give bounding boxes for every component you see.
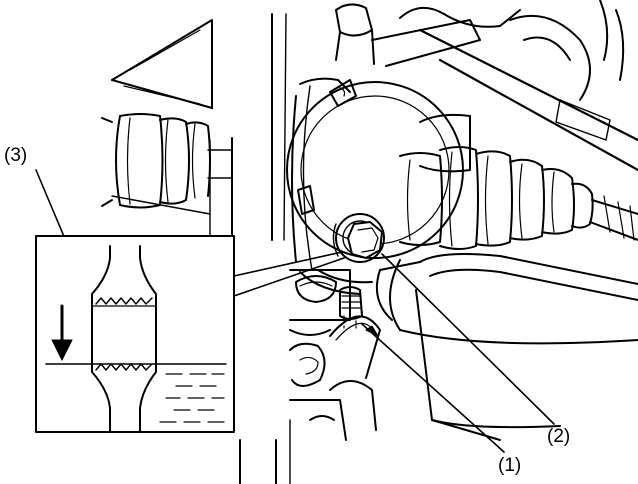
lower-casting [289,269,377,441]
differential-housing [286,77,464,295]
oil-pan [329,253,638,441]
right-boot [399,113,638,250]
callout-label-1: (1) [498,455,522,476]
frame-rails [111,13,291,484]
upper-left-panel [111,19,213,109]
magnified-detail-box [35,235,345,433]
callout-label-2: (2) [547,426,571,447]
plug-1-item [339,286,363,331]
upper-arms [335,0,638,172]
left-boot [101,113,233,209]
callout-label-3: (3) [4,145,28,166]
level-down-arrow-icon [51,304,73,361]
plug-2-item [332,213,385,263]
